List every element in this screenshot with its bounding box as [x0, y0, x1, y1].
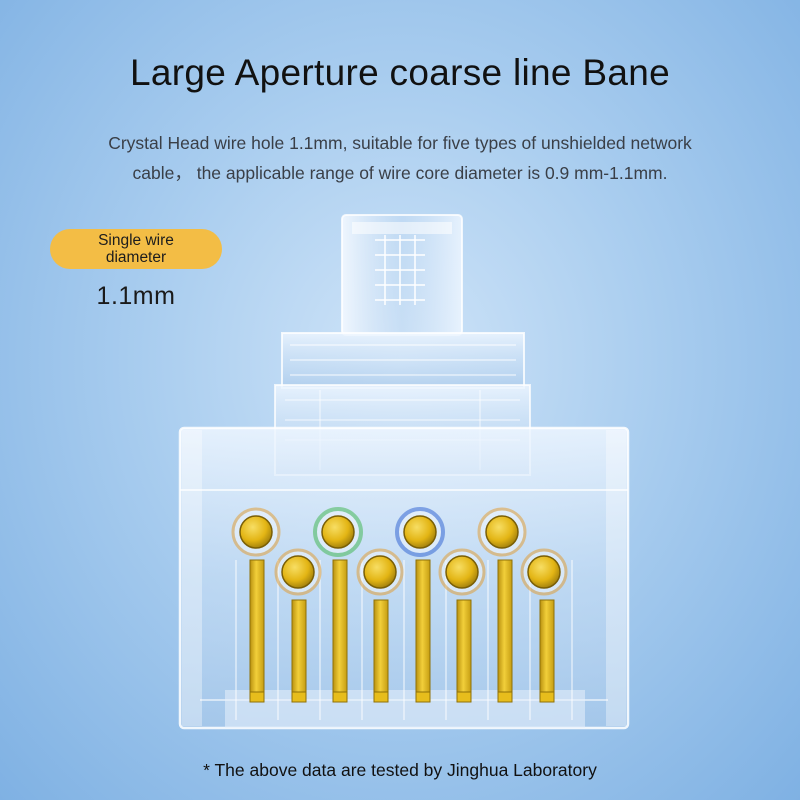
footer-note: * The above data are tested by Jinghua L…: [203, 760, 597, 780]
spec-value: 1.1mm: [96, 282, 176, 310]
spec-badge-label: Single wire diameter: [98, 232, 174, 266]
description: Crystal Head wire hole 1.1mm, suitable f…: [40, 128, 760, 188]
latch-tab: [341, 214, 463, 336]
contact-blades: [249, 559, 555, 703]
wire-cores-bottom-row: [274, 548, 568, 596]
spec-badge: Single wire diameter: [50, 229, 222, 269]
description-line: cable， the applicable range of wire core…: [132, 163, 668, 183]
page-title: Large Aperture coarse line Bane: [130, 52, 670, 93]
description-line: Crystal Head wire hole 1.1mm, suitable f…: [108, 133, 692, 153]
wire-cores-top-row: [231, 507, 527, 557]
